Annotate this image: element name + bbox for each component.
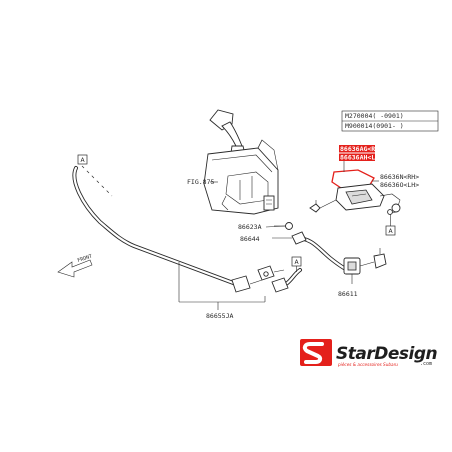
callout-86655ja: 86655JA (206, 312, 233, 320)
washer-hose-long (72, 165, 302, 293)
connector-a-left: A (77, 154, 88, 165)
applicability-row-2: M900014(0901- ) (345, 122, 404, 130)
bracket-86655ja (178, 262, 266, 310)
applicability-box: M270004( -0901) M900014(0901- ) (341, 110, 439, 132)
callout-86611: 86611 (338, 290, 358, 298)
svg-text:A: A (81, 157, 86, 164)
logo-domain: .com (420, 361, 432, 367)
callout-86623a: 86623A (238, 223, 262, 231)
svg-text:A: A (295, 259, 300, 266)
highlighted-callouts: 86636AG<RH> 86636AH<LH> (339, 145, 383, 162)
callout-86636ag-rh: 86636AG<RH> (340, 145, 383, 153)
connector-a-bottom: A (291, 256, 302, 272)
front-label: FRONT (77, 254, 93, 264)
stardesign-logo: StarDesign pièces & accessoires Subaru .… (300, 339, 438, 367)
logo-tagline: pièces & accessoires Subaru (337, 362, 398, 367)
washer-nozzle-assembly (309, 183, 401, 215)
joint-86644 (272, 231, 307, 245)
washer-tank (203, 109, 279, 215)
callout-86636n-rh: 86636N<RH> (380, 173, 419, 181)
callout-86644: 86644 (240, 235, 260, 243)
callout-fig-875: FIG.875 (187, 178, 214, 186)
front-direction-arrow: FRONT (57, 254, 93, 278)
callout-86636o-lh: 86636O<LH> (380, 181, 419, 189)
callout-86636ah-lh: 86636AH<LH> (340, 154, 383, 162)
washer-hose-right (294, 236, 387, 284)
connector-a-right: A (385, 214, 396, 236)
applicability-row-1: M270004( -0901) (345, 112, 404, 120)
logo-brand-text: StarDesign (336, 344, 437, 364)
svg-text:A: A (389, 228, 394, 235)
